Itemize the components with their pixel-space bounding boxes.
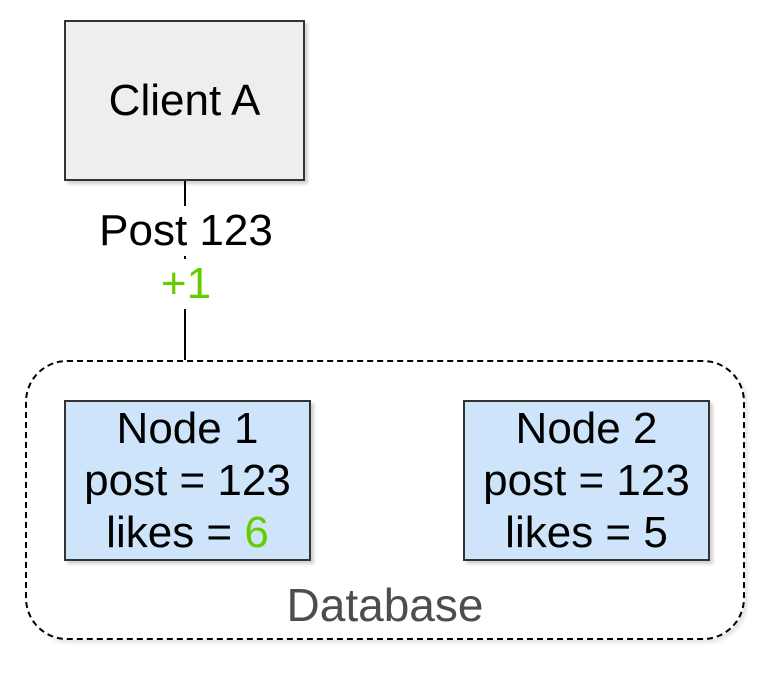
node-2-box: Node 2 post = 123 likes = 5: [463, 400, 710, 561]
node-1-post-row: post = 123: [84, 455, 291, 505]
edge-label-post: Post 123: [66, 206, 306, 256]
node-1-likes-row: likes = 6: [106, 507, 269, 559]
client-a-box: Client A: [64, 20, 305, 181]
client-a-label: Client A: [108, 75, 261, 125]
edge-label-increment: +1: [66, 259, 306, 309]
node-2-likes-value: 5: [643, 507, 668, 557]
database-container: Node 1 post = 123 likes = 6 Node 2 post …: [25, 360, 745, 640]
node-2-title: Node 2: [515, 403, 658, 453]
database-label: Database: [286, 579, 484, 631]
node-1-likes-label: likes =: [106, 507, 245, 557]
node-1-title: Node 1: [116, 403, 259, 453]
node-2-post-row: post = 123: [483, 455, 690, 505]
node-2-likes-row: likes = 5: [505, 507, 668, 559]
node-2-likes-label: likes =: [505, 507, 644, 557]
node-1-likes-value: 6: [244, 507, 269, 557]
node-1-box: Node 1 post = 123 likes = 6: [64, 400, 311, 561]
